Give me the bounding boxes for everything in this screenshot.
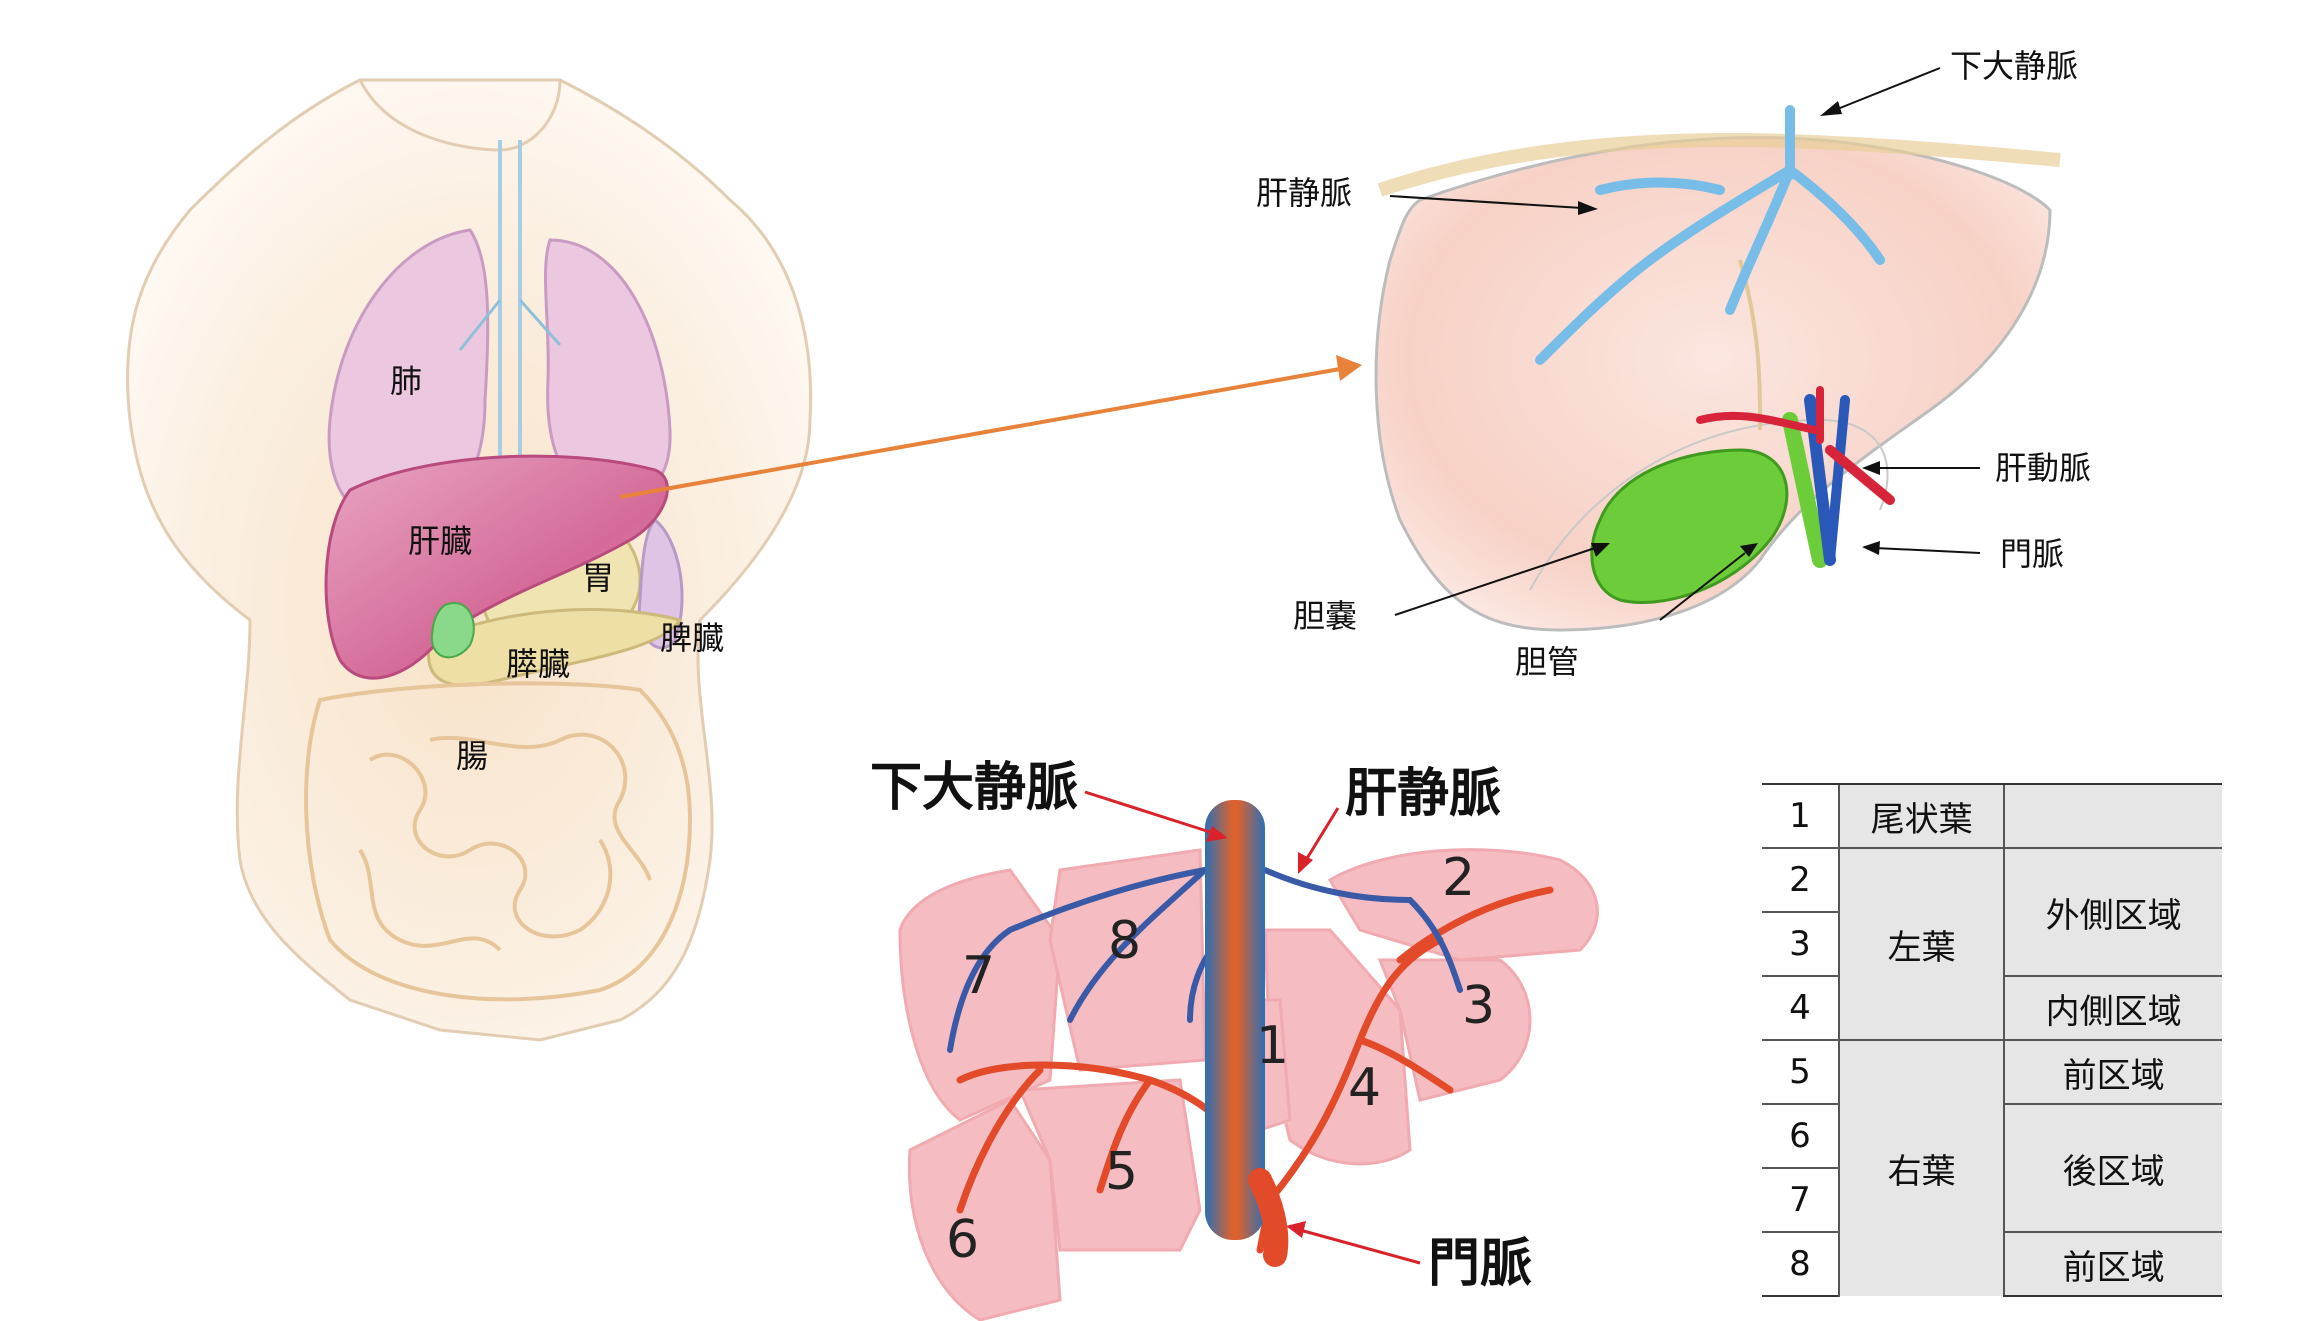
segment-number-1: 1 [1256,1016,1290,1076]
label-portal-vein-detail: 門脈 [2000,535,2065,573]
table-cell-lobe: 右葉 [1837,1039,2005,1296]
intestine-shape [304,681,693,1002]
ivc-vessel [1205,800,1265,1240]
segment-number-6: 6 [946,1210,980,1270]
table-row: 7 [1762,1167,2222,1232]
segment-4-shape [1263,928,1412,1166]
table-cell-area: 前区域 [2003,1039,2222,1104]
label-portal-vein-segments: 門脈 [1428,1234,1533,1294]
label-liver: 肝臓 [408,522,473,560]
label-hepatic-artery-detail: 肝動脈 [1995,449,2092,487]
label-lung: 肺 [390,362,423,400]
table-cell-num: 7 [1762,1167,1839,1232]
table-cell-lobe: 尾状葉 [1837,783,2005,848]
table-row: 8 前区域 [1762,1231,2222,1297]
segment-table: 1 尾状葉 2 左葉 外側区域 3 4 内側区域 5 右葉 前区域 6 後区域 … [1762,783,2222,1297]
table-cell-num: 5 [1762,1039,1839,1104]
segment-number-2: 2 [1442,848,1476,908]
label-gallbladder-detail: 胆嚢 [1293,597,1358,635]
label-bile-duct-detail: 胆管 [1515,643,1580,681]
gallbladder-small-shape [430,602,475,659]
segment-number-8: 8 [1108,911,1142,971]
segment-number-5: 5 [1105,1142,1139,1202]
segment-number-3: 3 [1462,976,1496,1036]
gallbladder-detail-shape [1590,448,1789,604]
table-row: 1 尾状葉 [1762,783,2222,848]
label-hepatic-vein-detail: 肝静脈 [1256,174,1353,212]
liver-shape [324,454,669,680]
label-ivc-segments: 下大静脈 [870,758,1079,818]
table-row: 5 右葉 前区域 [1762,1039,2222,1296]
table-row: 2 左葉 外側区域 [1762,847,2222,1040]
segment-6-shape [907,1098,1062,1321]
table-cell-num: 2 [1762,847,1839,912]
table-cell-num: 6 [1762,1103,1839,1168]
table-cell-area [2003,783,2222,848]
segment-7-shape [898,868,1062,1122]
label-ivc-detail: 下大静脈 [1950,47,2079,85]
table-cell-num: 4 [1762,975,1839,1040]
table-cell-area: 後区域 [2003,1103,2222,1232]
table-row: 3 [1762,911,2222,976]
segment-number-7: 7 [962,946,996,1006]
hilum-vessels [1696,386,1895,568]
segment-2-shape [1327,848,1599,962]
table-cell-num: 8 [1762,1231,1839,1297]
label-pancreas: 膵臓 [506,645,571,683]
table-cell-num: 1 [1762,783,1839,848]
table-cell-area: 内側区域 [2003,975,2222,1040]
label-intestine: 腸 [456,737,489,775]
label-spleen: 脾臓 [660,619,725,657]
label-stomach: 胃 [582,559,615,597]
table-row: 6 後区域 [1762,1103,2222,1232]
table-cell-lobe: 左葉 [1837,847,2005,1040]
table-cell-area: 前区域 [2003,1231,2222,1297]
zoom-arrow-line [619,367,1341,499]
table-cell-num: 3 [1762,911,1839,976]
segment-number-4: 4 [1348,1058,1382,1118]
label-hepatic-vein-segments: 肝静脈 [1345,764,1502,824]
hepatic-vein-drawing [1535,105,1885,365]
table-cell-area: 外側区域 [2003,847,2222,976]
zoom-arrow-head [1336,355,1362,381]
table-row: 4 内側区域 [1762,975,2222,1040]
